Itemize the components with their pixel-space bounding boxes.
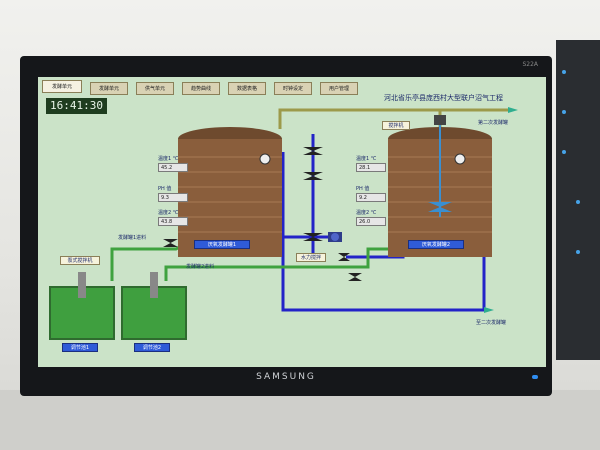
pool1-name[interactable]: 调节池1 [62,343,98,352]
green-pipe-feed2 [164,247,388,281]
nav-tab-clock[interactable]: 时钟设定 [274,82,312,95]
tank1-temp2-label: 温度2 ℃ [158,210,179,216]
tank1-temp2-value: 43.8 [158,217,188,226]
tank2-temp2-value: 26.0 [356,217,386,226]
tank2-temp1-value: 28.1 [356,163,386,172]
feed1-label: 发酵罐1进料 [118,235,147,241]
pipe-diagram [49,107,518,340]
scada-screen: 发酵单元 发酵单元 供气单元 趋势曲线 数据表格 时钟设定 用户管理 河北省乐亭… [38,77,546,367]
nav-tab-data-table[interactable]: 数据表格 [228,82,266,95]
feed2-label: 发酵罐2进料 [186,264,215,270]
tank2-body [388,115,492,257]
tank2-temp1-label: 温度1 ℃ [356,156,377,162]
hydraulic-mix-button[interactable]: 水力搅拌 [296,253,326,262]
valves [163,147,362,281]
tank1-ph-label: PH 值 [158,186,172,192]
clock-display: 16:41:30 [46,98,107,114]
arrow-icon-top [508,107,518,113]
nav-tab-trend[interactable]: 趋势曲线 [182,82,220,95]
tank2-temp2-label: 温度2 ℃ [356,210,377,216]
server-rack [556,40,600,360]
tank1-ph-value: 9.3 [158,193,188,202]
page-title: 河北省乐亭县庞西村大型联户沼气工程 [384,94,503,102]
nav-tab-fermentation[interactable]: 发酵单元 [90,82,128,95]
nav-tab-users[interactable]: 用户管理 [320,82,358,95]
pump-icon [328,232,342,242]
gas-pipe-top [278,108,442,129]
blue-pipe-bottom [281,152,484,312]
fan-icon-1 [259,153,271,165]
second-tank-bottom-label: 至二次发酵罐 [476,320,507,326]
monitor-model: S22A [522,61,538,68]
power-led-icon [532,375,538,379]
arrow-icon-bottom [484,307,494,313]
tank2-mixer-button[interactable]: 搅拌机 [382,121,410,130]
tank2-ph-label: PH 值 [356,186,370,192]
tank1-temp1-label: 温度1 ℃ [158,156,179,162]
nav-tab-gas-supply[interactable]: 供气单元 [136,82,174,95]
desk-surface [0,390,600,450]
monitor-brand: SAMSUNG [256,372,316,382]
fan-icon-2 [454,153,466,165]
tank1-name[interactable]: 厌氧发酵罐1 [194,240,250,249]
second-tank-top-label: 第二次发酵罐 [478,120,509,126]
tank1-temp1-value: 45.2 [158,163,188,172]
corner-unit-button[interactable]: 发酵单元 [42,80,82,93]
pool2-name[interactable]: 调节池2 [134,343,170,352]
tank1-body [178,127,282,257]
tank2-ph-value: 9.2 [356,193,386,202]
pump-mixer-button[interactable]: 泵式搅拌机 [60,256,100,265]
tank2-name[interactable]: 厌氧发酵罐2 [408,240,464,249]
